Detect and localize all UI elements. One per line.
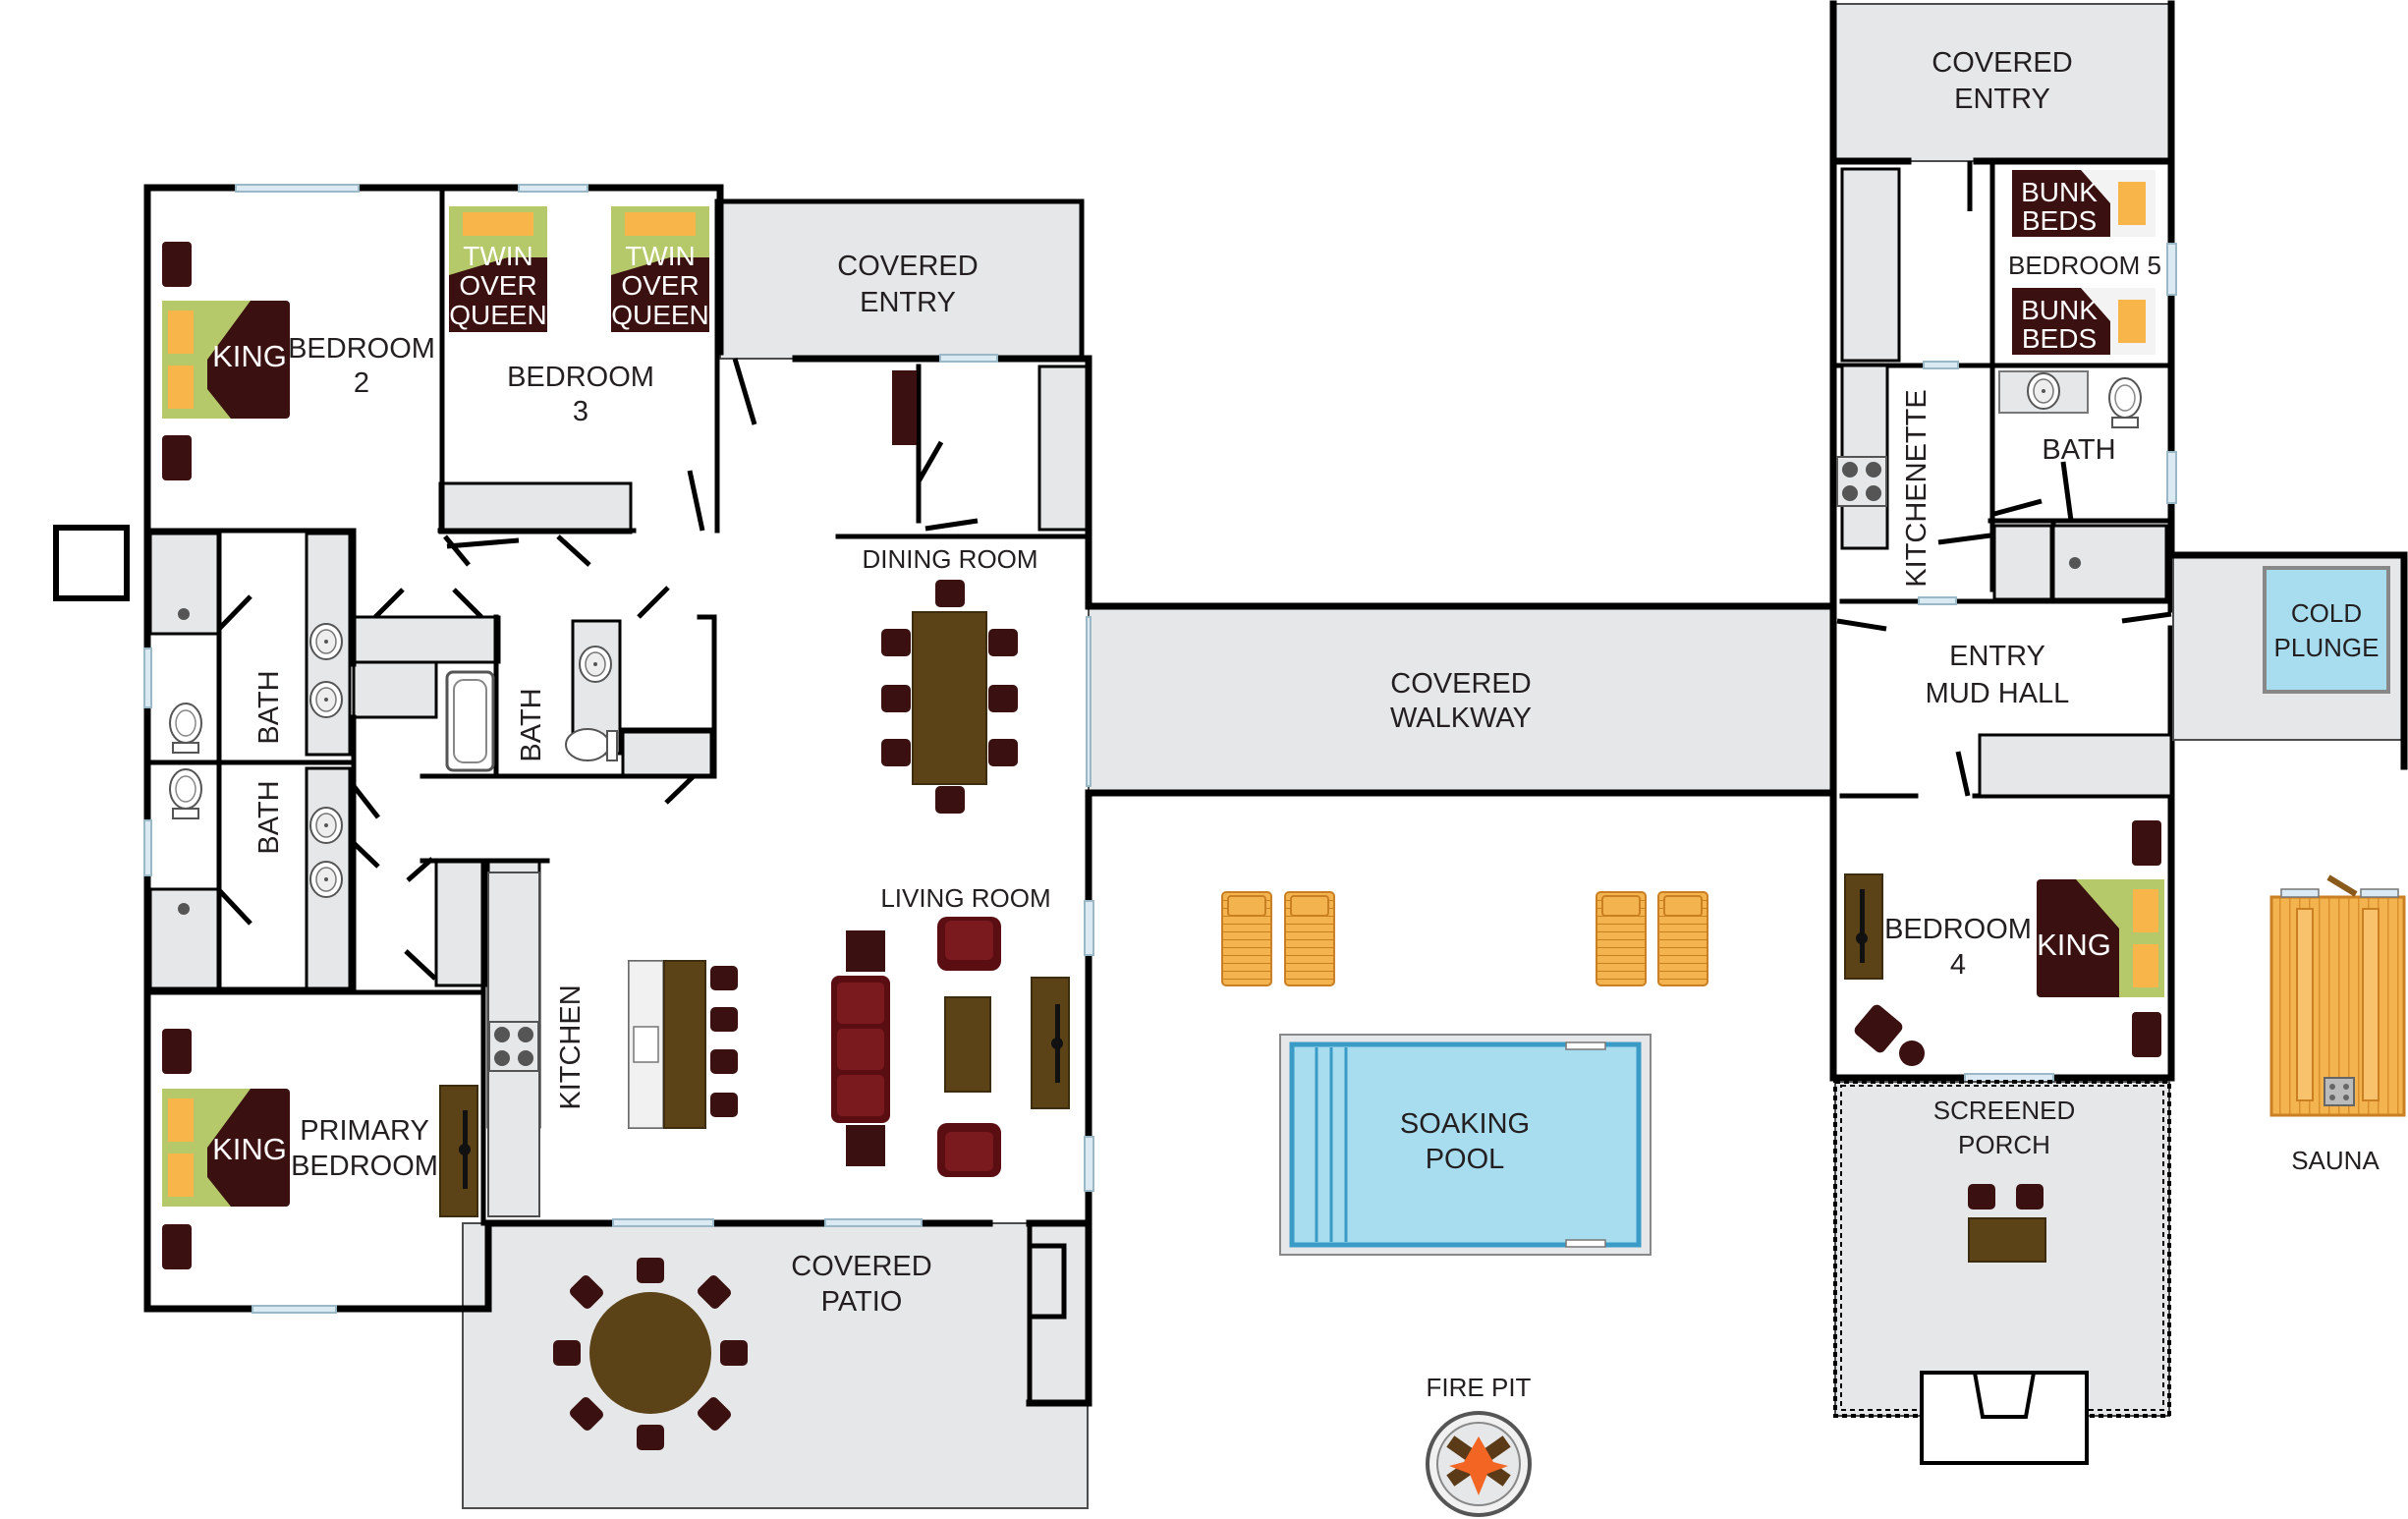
bed-label-b3-right-1: TWIN xyxy=(625,241,696,271)
bunk-label-top-1: BUNK xyxy=(2021,177,2098,207)
sauna xyxy=(2269,874,2406,1117)
cold-plunge-label-1: COLD xyxy=(2291,598,2362,628)
toilet-icon xyxy=(169,768,202,819)
toilet-icon xyxy=(2108,377,2142,428)
room-label-bedroom3-line2: 3 xyxy=(573,396,588,427)
stove-icon xyxy=(488,1021,539,1072)
room-label-walkway-1: COVERED xyxy=(1390,668,1531,700)
room-label-bedroom5: BEDROOM 5 xyxy=(2008,251,2161,280)
room-label-patio-2: PATIO xyxy=(821,1286,903,1318)
shower-drain-icon xyxy=(2069,557,2081,569)
bed-label-b3-left-3: QUEEN xyxy=(449,300,547,330)
room-label-mud-hall-2: MUD HALL xyxy=(1926,678,2070,709)
sink-icon xyxy=(579,646,612,683)
shower-drain-icon xyxy=(178,608,190,620)
room-label-guest-entry-2: ENTRY xyxy=(1954,84,2050,115)
coffee-table xyxy=(944,996,991,1093)
room-label-kitchenette: KITCHENETTE xyxy=(1901,389,1932,587)
bed-label-bedroom2: KING xyxy=(212,339,287,373)
sofa-icon xyxy=(831,976,890,1123)
toilet-icon xyxy=(565,728,610,761)
room-label-guest-entry-1: COVERED xyxy=(1932,47,2072,79)
sink-icon xyxy=(2027,372,2060,410)
room-label-bedroom2-line1: BEDROOM xyxy=(288,333,435,365)
room-label-living: LIVING ROOM xyxy=(880,883,1050,913)
toilet-icon xyxy=(169,703,202,754)
room-label-kitchen: KITCHEN xyxy=(555,985,587,1109)
dining-table xyxy=(912,611,987,785)
stove-icon xyxy=(1836,456,1887,507)
covered-walkway-floor xyxy=(1088,605,1833,794)
nightstand xyxy=(162,435,192,480)
pool-label-2: POOL xyxy=(1426,1144,1505,1175)
covered-entry-guest-floor xyxy=(1832,3,2172,162)
room-label-porch-1: SCREENED xyxy=(1933,1096,2075,1125)
shower-drain-icon xyxy=(178,903,190,915)
nightstand xyxy=(2132,820,2161,866)
bed-label-primary: KING xyxy=(212,1132,287,1166)
bed-label-b3-left-1: TWIN xyxy=(463,241,533,271)
bunk-label-bottom-1: BUNK xyxy=(2021,295,2098,325)
room-label-bath-a: BATH xyxy=(253,670,285,744)
sideboard xyxy=(892,370,917,445)
room-label-bedroom4-2: 4 xyxy=(1950,949,1966,981)
cold-plunge-label-2: PLUNGE xyxy=(2274,633,2380,662)
kitchen-island xyxy=(663,960,706,1129)
lounge-chair-icon xyxy=(1596,891,1647,986)
porch-table xyxy=(1968,1217,2046,1263)
nightstand xyxy=(162,242,192,287)
room-label-bedroom4-1: BEDROOM xyxy=(1884,914,2032,945)
bed-label-b3-right-2: OVER xyxy=(621,270,699,301)
nightstand xyxy=(162,1029,192,1074)
lounge-chair-icon xyxy=(1657,891,1708,986)
sink-icon xyxy=(309,807,343,844)
bunk-label-top-2: BEDS xyxy=(2022,205,2097,236)
nightstand xyxy=(162,1224,192,1269)
sink-icon xyxy=(309,681,343,718)
cold-plunge xyxy=(2263,566,2390,694)
sink-icon xyxy=(309,861,343,898)
room-label-walkway-2: WALKWAY xyxy=(1390,703,1532,734)
room-label-primary-2: BEDROOM xyxy=(291,1151,438,1182)
covered-entry-main-floor xyxy=(719,200,1083,360)
room-label-guest-bath: BATH xyxy=(2042,434,2115,466)
room-label-bath-c: BATH xyxy=(516,688,547,761)
lounge-chair-icon xyxy=(1221,891,1272,986)
bed-label-bedroom4: KING xyxy=(2037,928,2111,962)
sink-icon xyxy=(309,623,343,660)
room-label-covered-entry-main-2: ENTRY xyxy=(860,287,956,318)
chimney xyxy=(53,525,130,601)
porch-steps xyxy=(1920,1371,2089,1465)
covered-patio-floor xyxy=(462,1222,1089,1509)
lounge-chair-icon xyxy=(1284,891,1335,986)
bunk-label-bottom-2: BEDS xyxy=(2022,323,2097,354)
room-label-bath-b: BATH xyxy=(253,780,285,854)
room-label-primary-1: PRIMARY xyxy=(300,1115,429,1147)
room-label-patio-1: COVERED xyxy=(791,1251,931,1282)
room-label-dining: DINING ROOM xyxy=(862,544,1037,574)
fire-pit-label: FIRE PIT xyxy=(1427,1373,1532,1402)
nightstand xyxy=(2132,1012,2161,1057)
sauna-label: SAUNA xyxy=(2291,1146,2380,1175)
tv-icon xyxy=(1860,889,1865,963)
room-label-covered-entry-main-1: COVERED xyxy=(837,251,978,282)
soaking-pool xyxy=(1279,1034,1652,1256)
bed-label-b3-left-2: OVER xyxy=(459,270,536,301)
round-patio-table xyxy=(589,1292,711,1414)
room-label-mud-hall-1: ENTRY xyxy=(1949,641,2045,672)
bed-label-b3-right-3: QUEEN xyxy=(611,300,709,330)
room-label-porch-2: PORCH xyxy=(1958,1130,2050,1159)
room-label-bedroom3-line1: BEDROOM xyxy=(507,362,654,393)
armchair xyxy=(1854,1004,1903,1053)
tv-console xyxy=(439,1085,478,1217)
pool-label-1: SOAKING xyxy=(1400,1108,1530,1140)
sink-icon xyxy=(633,1026,659,1063)
fire-pit-icon xyxy=(1426,1411,1532,1517)
room-label-bedroom2-line2: 2 xyxy=(354,367,369,399)
tv-console xyxy=(1031,977,1070,1109)
